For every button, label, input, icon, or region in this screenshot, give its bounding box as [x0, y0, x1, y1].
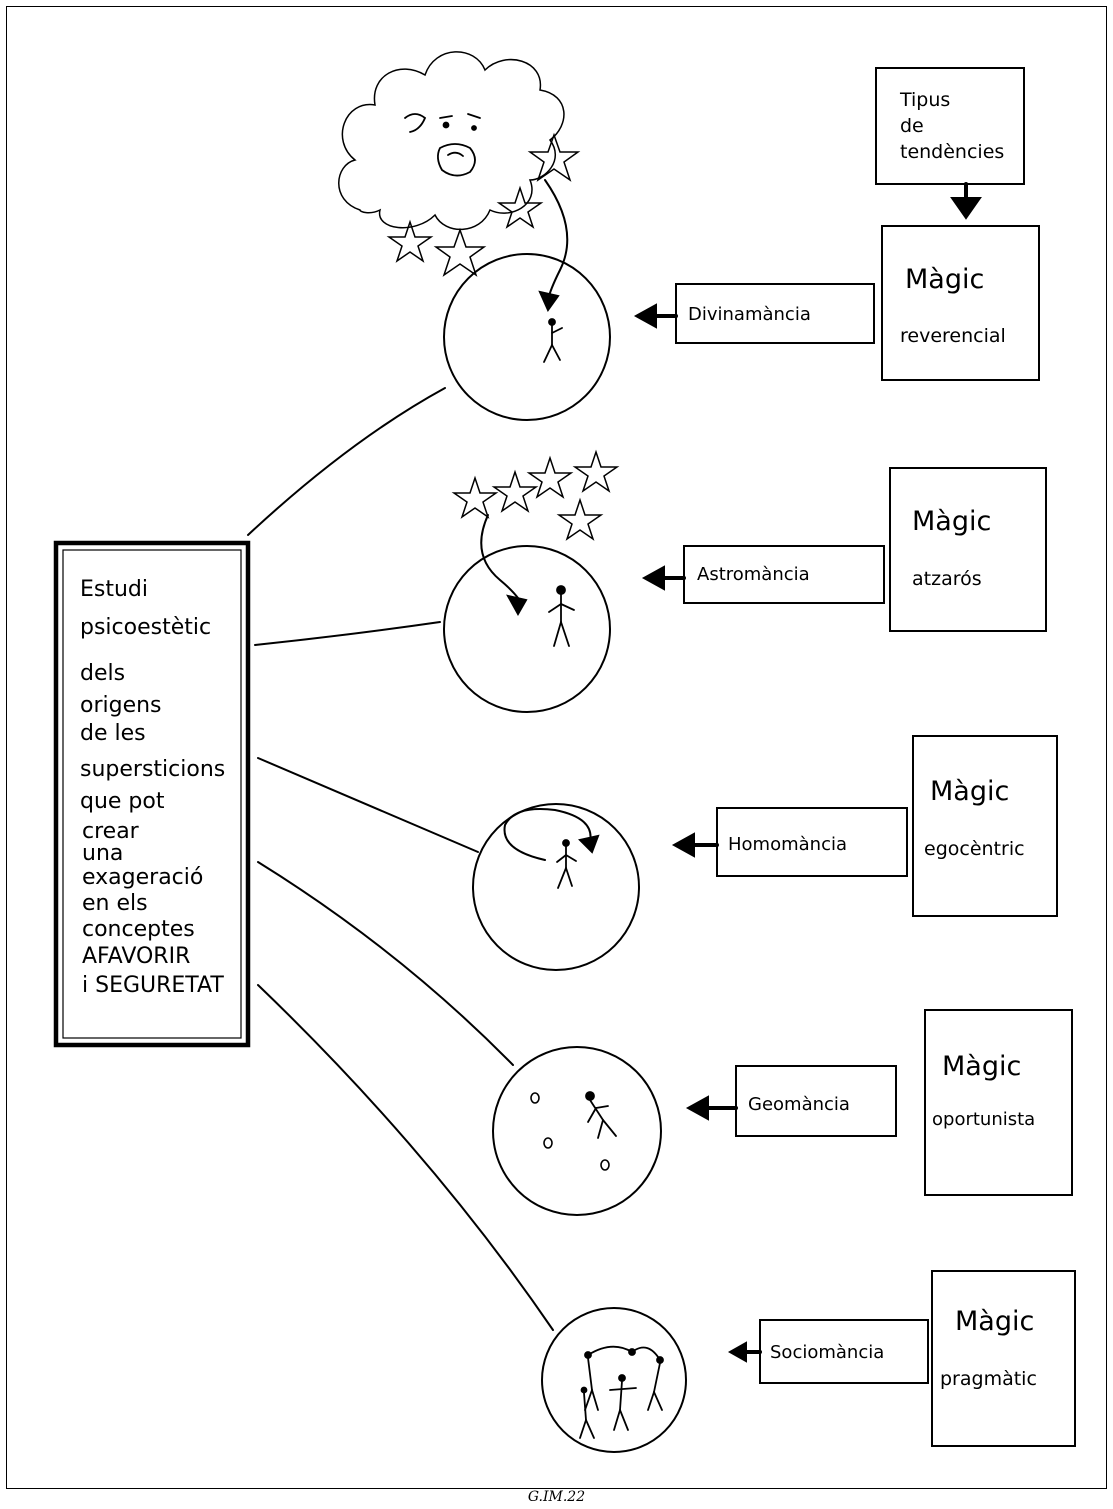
tendency-box-reverencial	[881, 225, 1040, 381]
left-arrow-icon	[633, 303, 678, 329]
tendency-label-line2: reverencial	[900, 325, 1006, 347]
connector-line-homomancia	[257, 757, 479, 853]
star-icon	[572, 449, 620, 493]
practice-box-astromancia	[683, 545, 885, 604]
tendency-box-egocentric	[912, 735, 1058, 917]
main-concept-line: en els	[82, 891, 148, 916]
down-arrow-icon	[950, 182, 982, 220]
star-icon	[527, 132, 581, 182]
practice-box-divinamancia	[675, 283, 875, 344]
scene-circle-divinamancia	[443, 253, 611, 421]
practice-label-astromancia: Astromància	[697, 564, 810, 585]
star-icon	[386, 219, 434, 263]
connector-line-geomancia	[257, 861, 514, 1066]
figure-caption: G.IM.22	[527, 1489, 586, 1505]
tendency-box-oportunista	[924, 1009, 1073, 1196]
practice-label-homomancia: Homomància	[728, 834, 847, 855]
tendency-box-pragmatic	[931, 1270, 1076, 1447]
tendency-label-line2: oportunista	[932, 1109, 1035, 1130]
left-arrow-icon	[727, 1341, 762, 1363]
connector-line-divinamancia	[247, 387, 446, 536]
main-concept-line: AFAVORIR	[82, 944, 190, 969]
star-icon	[526, 455, 574, 499]
practice-box-geomancia	[735, 1065, 897, 1137]
main-concept-line: una	[82, 841, 123, 866]
main-concept-box	[53, 540, 251, 1048]
main-concept-line: origens	[80, 693, 162, 718]
scene-circle-sociomancia	[541, 1307, 687, 1453]
tendency-label-line1: Màgic	[930, 776, 1009, 807]
connector-line-astromancia	[254, 621, 441, 646]
scene-circle-astromancia	[443, 545, 611, 713]
left-arrow-icon	[671, 832, 719, 858]
practice-box-homomancia	[716, 807, 908, 877]
tendency-label-line2: pragmàtic	[940, 1368, 1037, 1390]
main-concept-line: conceptes	[82, 917, 195, 942]
star-icon	[451, 475, 499, 519]
star-icon	[491, 469, 539, 513]
person-icon	[556, 839, 577, 889]
practice-label-geomancia: Geomància	[748, 1094, 850, 1115]
tendency-types-box	[875, 67, 1025, 185]
tendency-label-line2: atzarós	[912, 568, 982, 590]
main-concept-line: exageració	[82, 865, 203, 890]
main-concept-line: psicoestètic	[80, 615, 211, 640]
influence-arrow	[480, 514, 519, 599]
main-concept-line: crear	[82, 819, 140, 844]
influence-arrow	[544, 179, 569, 301]
page-frame	[6, 6, 1107, 1489]
tendency-label-line1: Màgic	[912, 506, 991, 537]
self-influence-arrow	[503, 808, 592, 861]
main-concept-line: dels	[80, 661, 125, 686]
deity-face-icon	[404, 113, 481, 177]
cloud-deity-icon	[338, 51, 565, 231]
practice-label-sociomancia: Sociomància	[770, 1342, 884, 1363]
person-icon	[548, 585, 575, 647]
scene-circle-homomancia	[472, 803, 640, 971]
tendency-types-text: Tipus de tendències	[899, 89, 1004, 163]
main-concept-line: supersticions	[80, 757, 225, 782]
pebble-icon	[530, 1092, 610, 1171]
main-concept-line: i SEGURETAT	[82, 973, 224, 998]
tendency-label-line1: Màgic	[955, 1306, 1034, 1337]
scene-circle-geomancia	[492, 1046, 662, 1216]
group-of-people-icon	[579, 1345, 664, 1439]
tendency-box-atzaros	[889, 467, 1047, 632]
tendency-label-line1: Màgic	[942, 1051, 1021, 1082]
practice-label-divinamancia: Divinamància	[688, 304, 811, 325]
main-concept-line: Estudi	[80, 577, 148, 602]
left-arrow-icon	[685, 1095, 738, 1121]
tendency-label-line1: Màgic	[905, 264, 984, 295]
person-icon	[585, 1091, 617, 1139]
main-concept-text: Estudi psicoestètic dels origens de les …	[80, 577, 225, 998]
tendency-types-line: tendències	[900, 141, 1004, 163]
main-concept-line: que pot	[80, 789, 165, 814]
connector-line-sociomancia	[257, 984, 554, 1331]
left-arrow-icon	[641, 565, 686, 591]
star-icon	[556, 497, 604, 541]
tendency-types-line: Tipus	[899, 89, 950, 111]
star-icon	[496, 185, 544, 229]
star-icon	[433, 227, 487, 277]
main-concept-line: de les	[80, 721, 146, 746]
tendency-types-line: de	[900, 115, 924, 137]
tendency-label-line2: egocèntric	[924, 838, 1025, 860]
person-icon	[543, 318, 563, 363]
